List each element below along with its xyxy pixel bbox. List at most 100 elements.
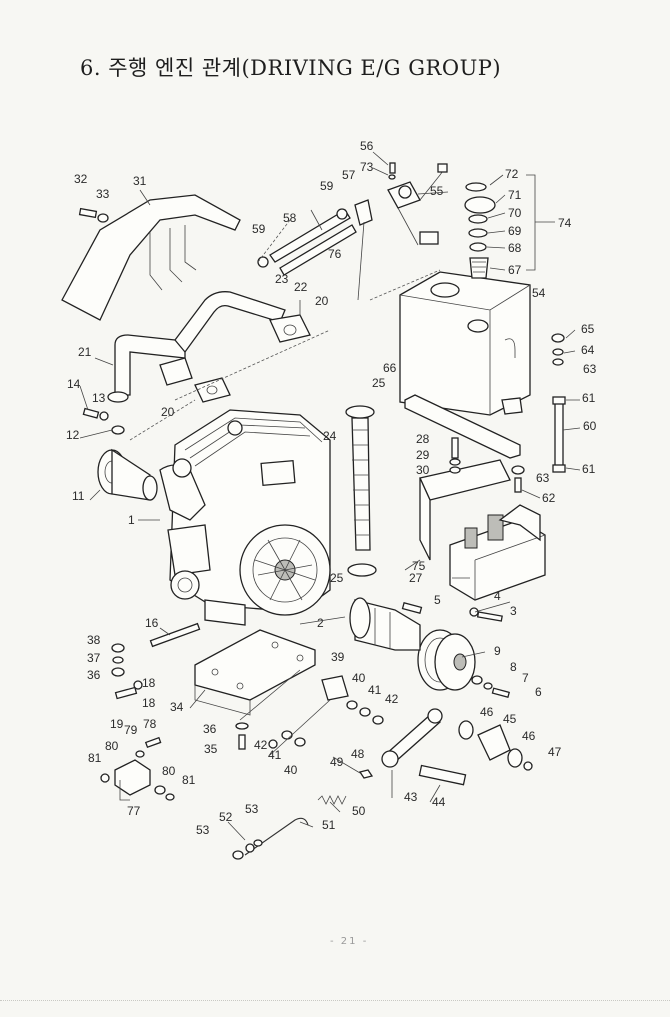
bracket-77 (114, 759, 151, 801)
svg-text:29: 29 (416, 448, 430, 462)
svg-text:65: 65 (581, 322, 595, 336)
svg-text:76: 76 (328, 247, 342, 261)
svg-text:69: 69 (508, 224, 522, 238)
svg-text:9: 9 (494, 644, 501, 658)
svg-text:20: 20 (315, 294, 329, 308)
svg-text:18: 18 (142, 676, 156, 690)
svg-text:18: 18 (142, 696, 156, 710)
svg-text:30: 30 (416, 463, 430, 477)
svg-text:28: 28 (416, 432, 430, 446)
svg-text:25: 25 (330, 571, 344, 585)
svg-text:53: 53 (196, 823, 210, 837)
page-number: - 21 - (330, 936, 369, 947)
tank-bracket-66 (404, 394, 521, 459)
svg-text:44: 44 (432, 795, 446, 809)
svg-text:36: 36 (203, 722, 217, 736)
svg-text:24: 24 (323, 429, 337, 443)
svg-text:53: 53 (245, 802, 259, 816)
svg-text:63: 63 (536, 471, 550, 485)
scan-artifact-line (0, 1000, 670, 1002)
svg-text:57: 57 (342, 168, 356, 182)
exhaust-pipe-21 (107, 291, 286, 403)
gasket-20-lower (194, 377, 231, 403)
svg-text:41: 41 (368, 683, 382, 697)
svg-text:45: 45 (503, 712, 517, 726)
fuel-tank-54 (399, 271, 531, 416)
fuel-gauge-sender-55 (387, 163, 448, 246)
svg-text:11: 11 (72, 489, 85, 503)
svg-text:39: 39 (331, 650, 345, 664)
svg-text:13: 13 (92, 391, 106, 405)
svg-text:12: 12 (66, 428, 80, 442)
svg-text:61: 61 (582, 391, 596, 405)
svg-text:40: 40 (352, 671, 366, 685)
engine-1 (159, 409, 331, 626)
svg-text:47: 47 (548, 745, 562, 759)
tension-roller-45 (477, 724, 511, 761)
svg-text:7: 7 (522, 671, 529, 685)
svg-text:32: 32 (74, 172, 88, 186)
svg-text:5: 5 (434, 593, 441, 607)
fuel-filter-27 (419, 459, 546, 601)
svg-text:22: 22 (294, 280, 308, 294)
exhaust-flange (159, 357, 193, 386)
svg-text:66: 66 (383, 361, 397, 375)
svg-text:2: 2 (317, 616, 324, 630)
svg-text:38: 38 (87, 633, 101, 647)
callout-labels: 56 73 32 33 31 57 59 55 72 71 70 69 68 6… (66, 139, 597, 837)
svg-text:46: 46 (522, 729, 536, 743)
svg-text:59: 59 (252, 222, 266, 236)
svg-text:58: 58 (283, 211, 297, 225)
svg-text:36: 36 (87, 668, 101, 682)
svg-text:41: 41 (268, 748, 282, 762)
svg-text:48: 48 (351, 747, 365, 761)
svg-text:25: 25 (372, 376, 386, 390)
svg-text:20: 20 (161, 405, 175, 419)
bolt-32 (78, 207, 109, 223)
svg-text:19: 19 (110, 717, 124, 731)
svg-text:71: 71 (508, 188, 522, 202)
fuel-cap-stack (464, 182, 496, 279)
svg-text:8: 8 (510, 660, 517, 674)
svg-text:80: 80 (105, 739, 119, 753)
svg-text:81: 81 (88, 751, 102, 765)
svg-text:21: 21 (78, 345, 92, 359)
svg-text:70: 70 (508, 206, 522, 220)
page-title: 6. 주행 엔진 관계(DRIVING E/G GROUP) (80, 56, 502, 80)
svg-text:68: 68 (508, 241, 522, 255)
svg-text:80: 80 (162, 764, 176, 778)
svg-text:49: 49 (330, 755, 344, 769)
spring-50 (317, 795, 347, 805)
svg-text:55: 55 (430, 184, 444, 198)
engine-mount-34 (194, 629, 316, 716)
svg-text:78: 78 (143, 717, 157, 731)
svg-text:64: 64 (581, 343, 595, 357)
svg-text:1: 1 (128, 513, 135, 527)
svg-text:33: 33 (96, 187, 110, 201)
svg-text:81: 81 (182, 773, 196, 787)
drive-shaft-11 (97, 448, 158, 501)
fuel-hose-24 (345, 405, 377, 577)
svg-text:60: 60 (583, 419, 597, 433)
svg-text:54: 54 (532, 286, 546, 300)
svg-text:16: 16 (145, 616, 159, 630)
svg-text:37: 37 (87, 651, 101, 665)
drive-coupling-2 (349, 597, 421, 651)
svg-text:79: 79 (124, 723, 138, 737)
svg-text:51: 51 (322, 818, 336, 832)
gasket-20-upper (269, 314, 311, 343)
svg-text:62: 62 (542, 491, 556, 505)
svg-text:74: 74 (558, 216, 572, 230)
svg-text:50: 50 (352, 804, 366, 818)
svg-text:77: 77 (127, 804, 141, 818)
svg-text:43: 43 (404, 790, 418, 804)
svg-text:40: 40 (284, 763, 298, 777)
svg-text:31: 31 (133, 174, 147, 188)
tension-arm-43 (381, 708, 467, 786)
svg-text:42: 42 (254, 738, 268, 752)
svg-text:67: 67 (508, 263, 522, 277)
svg-text:59: 59 (320, 179, 334, 193)
svg-text:3: 3 (510, 604, 517, 618)
svg-text:6: 6 (535, 685, 542, 699)
